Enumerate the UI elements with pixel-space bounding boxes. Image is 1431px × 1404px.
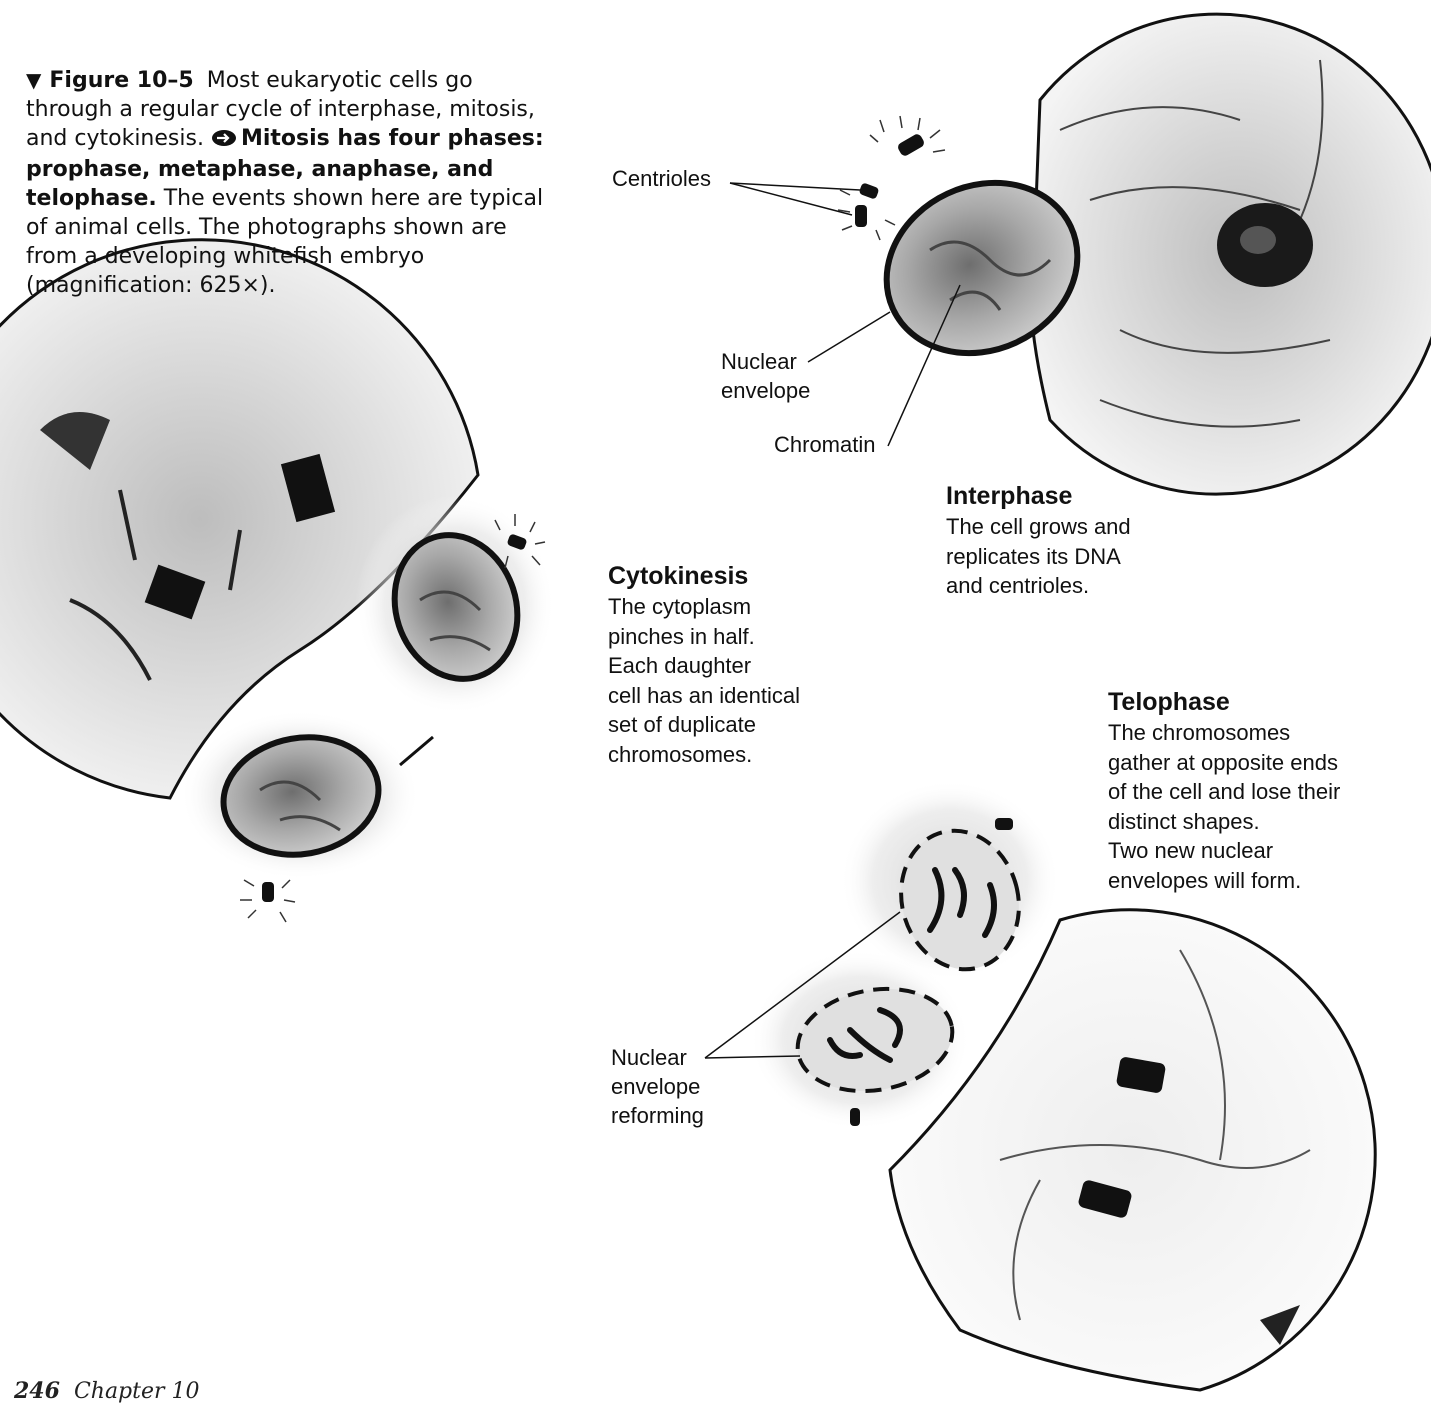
chapter-label: Chapter 10 bbox=[74, 1379, 200, 1404]
interphase-title: Interphase bbox=[946, 480, 1131, 512]
cytokinesis-description: The cytoplasm pinches in half. Each daug… bbox=[608, 592, 800, 769]
cytokinesis-daughter-cell-upper bbox=[355, 495, 555, 715]
label-nuclear-envelope-reforming: Nuclear envelope reforming bbox=[611, 1043, 704, 1130]
key-concept-icon bbox=[211, 126, 237, 155]
telophase-description: The chromosomes gather at opposite ends … bbox=[1108, 718, 1340, 895]
figure-caption: ▼Figure 10–5 Most eukaryotic cells go th… bbox=[26, 66, 546, 300]
phase-cytokinesis: Cytokinesis The cytoplasm pinches in hal… bbox=[608, 560, 800, 769]
phase-telophase: Telophase The chromosomes gather at oppo… bbox=[1108, 686, 1340, 895]
phase-interphase: Interphase The cell grows and replicates… bbox=[946, 480, 1131, 601]
cytokinesis-title: Cytokinesis bbox=[608, 560, 800, 592]
interphase-photo bbox=[1030, 14, 1431, 494]
centriole-icon bbox=[240, 880, 295, 922]
page-number: 246 bbox=[14, 1378, 60, 1404]
cytokinesis-daughter-cell-lower bbox=[180, 710, 433, 922]
label-chromatin: Chromatin bbox=[774, 430, 875, 459]
label-centrioles: Centrioles bbox=[612, 164, 711, 193]
label-nuclear-envelope: Nuclear envelope bbox=[721, 347, 810, 405]
telophase-title: Telophase bbox=[1108, 686, 1340, 718]
figure-label: Figure 10–5 bbox=[49, 68, 193, 93]
interphase-description: The cell grows and replicates its DNA an… bbox=[946, 512, 1131, 601]
page-footer: 246 Chapter 10 bbox=[14, 1378, 200, 1404]
telophase-photo bbox=[890, 910, 1375, 1390]
triangle-marker-icon: ▼ bbox=[26, 68, 41, 92]
